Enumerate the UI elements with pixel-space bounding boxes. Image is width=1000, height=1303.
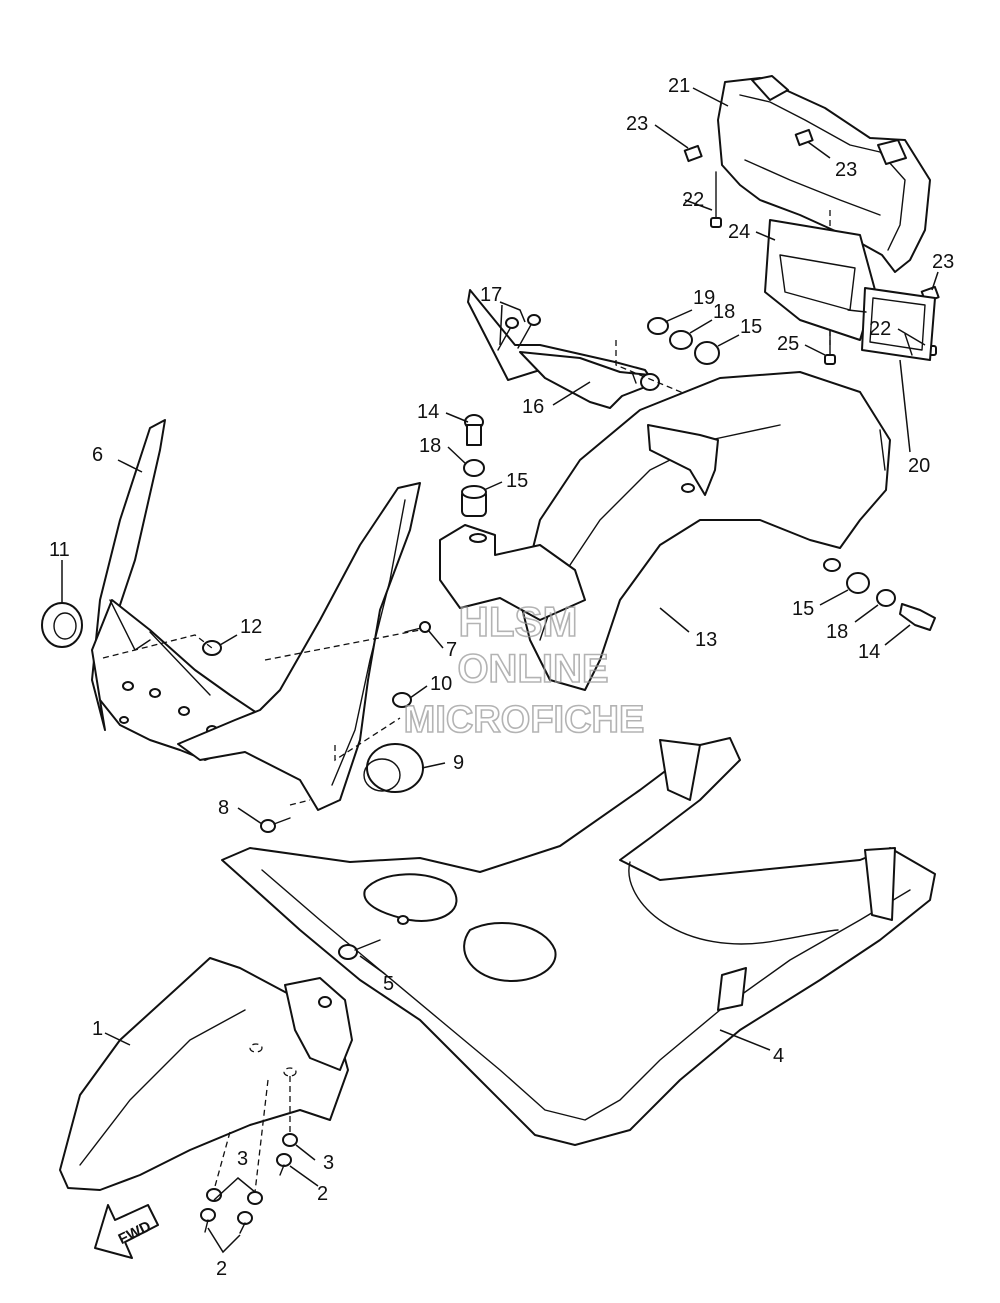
callout-5: 5 bbox=[383, 973, 394, 995]
part-10-nut bbox=[392, 692, 412, 708]
watermark-line-3: MICROFICHE bbox=[404, 699, 645, 741]
part-19-18-15-grommets-upper bbox=[647, 317, 720, 365]
callout-22: 22 bbox=[682, 189, 704, 211]
callout-labels: 21 23 23 22 24 23 22 25 20 19 18 15 17 1… bbox=[49, 75, 954, 1280]
callout-16: 16 bbox=[522, 396, 544, 418]
mount-bracket bbox=[439, 524, 586, 621]
callout-10: 10 bbox=[430, 673, 452, 695]
callout-23: 23 bbox=[932, 251, 954, 273]
part-13-rear-fender bbox=[519, 371, 891, 691]
callout-13: 13 bbox=[695, 629, 717, 651]
callout-9: 9 bbox=[453, 752, 464, 774]
alignment-dashes-left bbox=[102, 629, 421, 806]
part-14-18-15-stack-mid bbox=[461, 414, 487, 517]
callout-21: 21 bbox=[668, 75, 690, 97]
part-4-floor-panel bbox=[221, 737, 936, 1146]
callout-2: 2 bbox=[216, 1258, 227, 1280]
callout-7: 7 bbox=[446, 639, 457, 661]
watermark: HLSM ONLINE MICROFICHE bbox=[403, 597, 645, 742]
part-1-front-fender bbox=[59, 957, 353, 1191]
part-21-rear-panel bbox=[717, 75, 931, 273]
part-5-bolt bbox=[338, 939, 381, 960]
watermark-line-1: HLSM bbox=[459, 598, 578, 645]
callout-14: 14 bbox=[858, 641, 880, 663]
callout-3: 3 bbox=[323, 1152, 334, 1174]
callout-1: 1 bbox=[92, 1018, 103, 1040]
inner-cowling bbox=[91, 599, 261, 761]
part-3-collars bbox=[206, 1076, 298, 1205]
part-15-18-14-stack-lower bbox=[846, 572, 936, 631]
fwd-arrow-icon: FWD bbox=[94, 1204, 159, 1259]
part-11-grommet bbox=[41, 602, 83, 648]
callout-15: 15 bbox=[792, 598, 814, 620]
callout-2: 2 bbox=[317, 1183, 328, 1205]
part-8-rivet bbox=[260, 817, 291, 833]
callout-19: 19 bbox=[693, 287, 715, 309]
callout-15: 15 bbox=[740, 316, 762, 338]
part-20-lamp bbox=[847, 287, 936, 361]
callout-3: 3 bbox=[237, 1148, 248, 1170]
callout-18: 18 bbox=[713, 301, 735, 323]
watermark-line-2: ONLINE bbox=[457, 647, 608, 691]
part-17-bolts bbox=[497, 314, 541, 351]
callout-23: 23 bbox=[835, 159, 857, 181]
part-9-cap bbox=[363, 743, 424, 793]
callout-8: 8 bbox=[218, 797, 229, 819]
callout-25: 25 bbox=[777, 333, 799, 355]
leader-lines bbox=[61, 87, 939, 1254]
callout-11: 11 bbox=[49, 539, 70, 561]
callout-24: 24 bbox=[728, 221, 750, 243]
part-24-cover-plate bbox=[764, 219, 876, 341]
callout-18: 18 bbox=[419, 435, 441, 457]
part-7-screw bbox=[404, 621, 431, 633]
callout-23: 23 bbox=[626, 113, 648, 135]
callout-14: 14 bbox=[417, 401, 439, 423]
part-2-bolts bbox=[200, 1153, 292, 1234]
callout-12: 12 bbox=[240, 616, 262, 638]
part-12-nut bbox=[202, 640, 222, 656]
callout-22: 22 bbox=[869, 318, 891, 340]
callout-17: 17 bbox=[480, 284, 502, 306]
callout-4: 4 bbox=[773, 1045, 784, 1067]
part-16-bracket bbox=[467, 289, 660, 409]
callout-15: 15 bbox=[506, 470, 528, 492]
callout-18: 18 bbox=[826, 621, 848, 643]
callout-20: 20 bbox=[908, 455, 930, 477]
front-panel bbox=[177, 482, 421, 811]
callout-6: 6 bbox=[92, 444, 103, 466]
